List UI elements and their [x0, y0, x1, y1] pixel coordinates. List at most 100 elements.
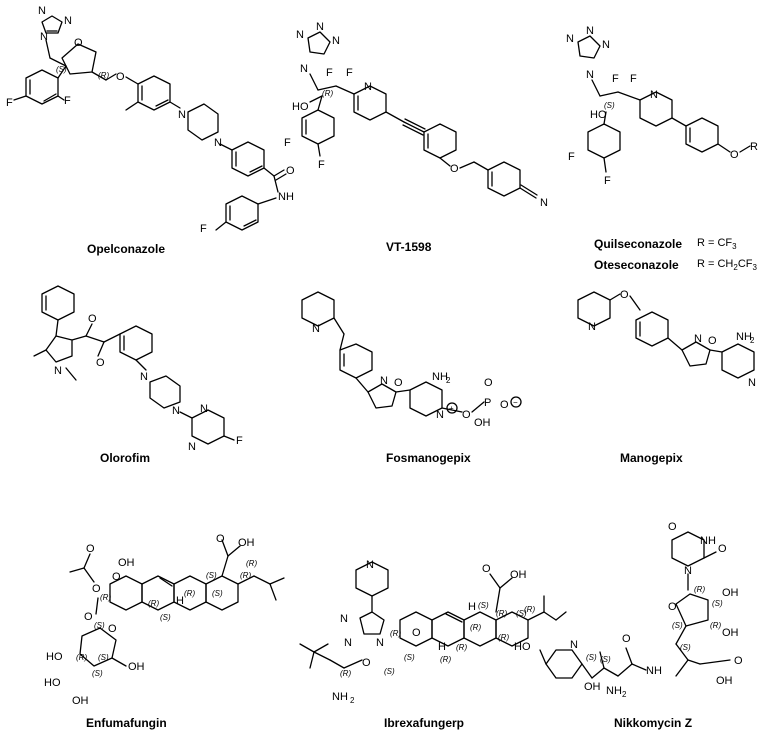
svg-text:O: O — [484, 377, 493, 389]
svg-text:N: N — [570, 639, 578, 651]
svg-text:(R): (R) — [456, 643, 467, 652]
svg-text:(R): (R) — [390, 629, 401, 638]
svg-text:2: 2 — [446, 376, 451, 385]
compound-name-ibrexafungerp: Ibrexafungerp — [384, 716, 465, 730]
svg-text:O: O — [668, 601, 677, 613]
svg-text:O: O — [96, 357, 105, 369]
svg-text:O: O — [112, 571, 121, 583]
svg-text:O: O — [88, 313, 97, 325]
svg-text:(S): (S) — [206, 571, 217, 580]
svg-text:(R): (R) — [76, 653, 87, 662]
svg-text:N: N — [376, 637, 384, 649]
svg-text:N: N — [38, 5, 46, 17]
svg-text:(S): (S) — [478, 601, 489, 610]
svg-text:(R): (R) — [498, 633, 509, 642]
svg-text:(S): (S) — [384, 667, 395, 676]
svg-text:N: N — [172, 405, 180, 417]
svg-text:H: H — [468, 601, 476, 613]
compound-name-quilseconazole: Quilseconazole — [594, 237, 683, 251]
svg-text:N: N — [344, 637, 352, 649]
svg-text:R: R — [750, 141, 758, 153]
svg-text:O: O — [86, 543, 95, 555]
svg-text:F: F — [64, 95, 71, 107]
svg-text:F: F — [200, 223, 207, 235]
svg-text:(S): (S) — [712, 599, 723, 608]
svg-text:O: O — [84, 611, 93, 623]
svg-text:(R): (R) — [710, 621, 721, 630]
svg-text:F: F — [604, 175, 611, 187]
opelconazole-structure: N N N O (S) (R) F F O N N — [6, 5, 295, 235]
manogepix-structure: N O N O NH 2 N — [577, 289, 756, 389]
svg-text:N: N — [296, 29, 304, 41]
svg-text:N: N — [332, 35, 340, 47]
svg-text:O: O — [708, 335, 717, 347]
svg-text:N: N — [40, 31, 48, 43]
svg-text:P: P — [484, 397, 491, 409]
svg-text:(R): (R) — [240, 571, 251, 580]
svg-text:N: N — [312, 323, 320, 335]
svg-text:O: O — [718, 543, 727, 555]
nikkomycin-z-structure: O NH O N (R) O OH (S) OH (R) (S) O OH (S… — [514, 521, 743, 699]
compound-name-nikkomycin-z: Nikkomycin Z — [614, 716, 693, 730]
svg-text:(S): (S) — [98, 653, 109, 662]
svg-text:O: O — [734, 655, 743, 667]
svg-text:(S): (S) — [56, 65, 67, 74]
svg-text:O: O — [92, 583, 101, 595]
ibrexafungerp-structure: N N N N (R) (R) NH 2 O (S) O (S) H (R) H… — [299, 559, 567, 705]
svg-text:F: F — [630, 73, 637, 85]
svg-text:(S): (S) — [600, 655, 611, 664]
svg-text:HO: HO — [514, 641, 531, 653]
svg-text:(R): (R) — [184, 589, 195, 598]
compound-name-opelconazole: Opelconazole — [87, 242, 166, 256]
svg-text:(S): (S) — [404, 653, 415, 662]
svg-text:O: O — [108, 623, 117, 635]
svg-text:(R): (R) — [340, 669, 351, 678]
svg-text:F: F — [6, 97, 13, 109]
svg-text:N: N — [602, 39, 610, 51]
compound-name-manogepix: Manogepix — [620, 451, 683, 465]
svg-text:O: O — [116, 71, 125, 83]
r-group-oteseconazole: R = CH2CF3 — [697, 258, 757, 273]
svg-text:O: O — [462, 409, 471, 421]
svg-text:OH: OH — [118, 557, 135, 569]
svg-text:(S): (S) — [680, 643, 691, 652]
svg-text:NH: NH — [332, 691, 348, 703]
svg-text:(R): (R) — [524, 605, 535, 614]
svg-text:O: O — [362, 657, 371, 669]
svg-text:(R): (R) — [100, 593, 111, 602]
svg-text:OH: OH — [510, 569, 527, 581]
svg-text:OH: OH — [722, 587, 739, 599]
svg-text:O: O — [412, 627, 421, 639]
svg-text:NH: NH — [278, 191, 294, 203]
svg-text:N: N — [436, 409, 444, 421]
svg-text:N: N — [380, 375, 388, 387]
svg-text:O: O — [620, 289, 629, 301]
svg-text:N: N — [566, 33, 574, 45]
enfumafungin-structure: O O (R) O (S) O (R) (S) (S) HO HO OH OH … — [44, 533, 285, 707]
svg-text:OH: OH — [72, 695, 89, 707]
svg-text:N: N — [340, 613, 348, 625]
svg-text:OH: OH — [474, 417, 491, 429]
compound-name-enfumafungin: Enfumafungin — [86, 716, 167, 730]
svg-text:N: N — [54, 365, 62, 377]
svg-text:+: + — [449, 404, 454, 413]
svg-text:(R): (R) — [98, 71, 109, 80]
svg-text:HO: HO — [46, 651, 63, 663]
svg-text:O: O — [622, 633, 631, 645]
vt-1598-structure: N N N N HO (R) F F F F N O — [284, 21, 548, 209]
svg-text:HO: HO — [44, 677, 61, 689]
svg-text:(R): (R) — [440, 655, 451, 664]
svg-text:(S): (S) — [160, 613, 171, 622]
svg-text:F: F — [346, 67, 353, 79]
svg-text:NH: NH — [606, 685, 622, 697]
svg-text:(S): (S) — [586, 653, 597, 662]
svg-text:F: F — [612, 73, 619, 85]
svg-text:N: N — [540, 197, 548, 209]
svg-text:H: H — [176, 595, 184, 607]
svg-text:N: N — [188, 441, 196, 453]
svg-text:(S): (S) — [92, 669, 103, 678]
svg-text:(R): (R) — [322, 89, 333, 98]
svg-text:(R): (R) — [694, 585, 705, 594]
svg-text:F: F — [568, 151, 575, 163]
